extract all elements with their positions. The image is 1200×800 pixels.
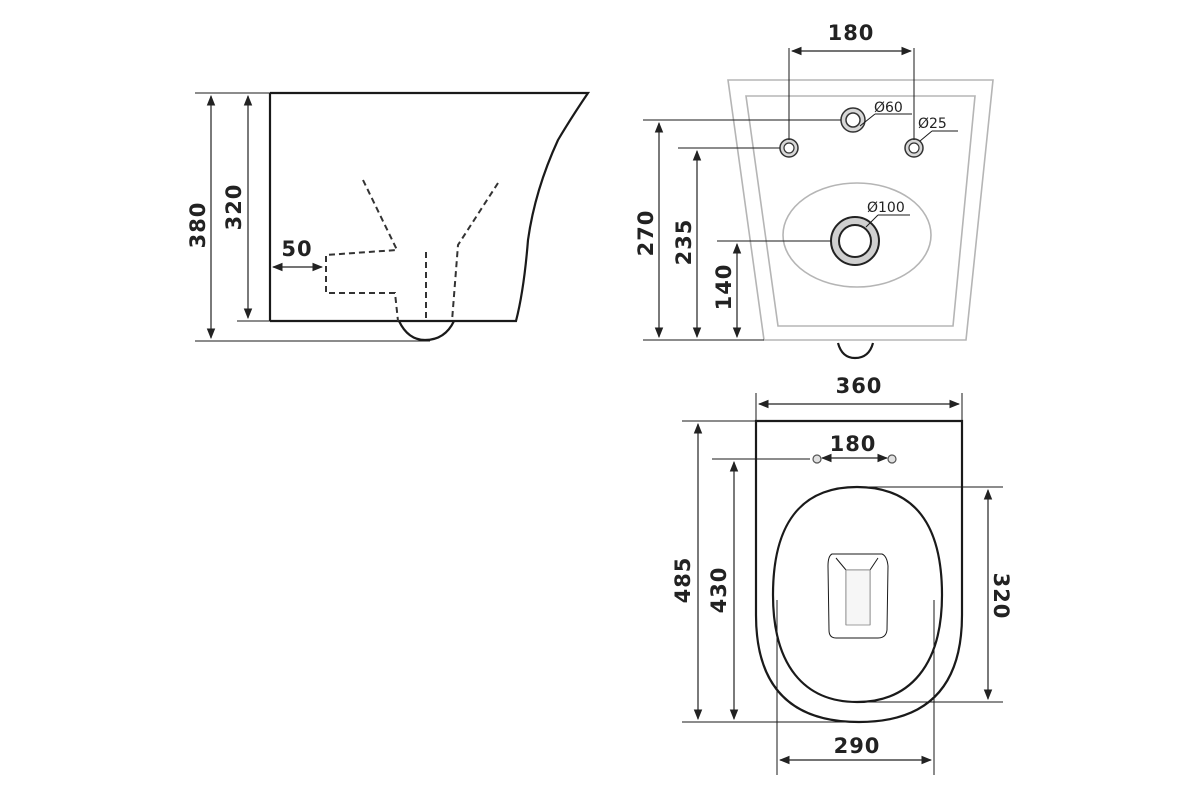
outlet-ring — [830, 216, 880, 266]
front-oval — [782, 182, 932, 288]
dim-label-front-180: 180 — [828, 21, 875, 45]
front-view: 180 Ø60 Ø25 Ø100 270 235 140 — [634, 21, 994, 360]
dim-label-430: 430 — [707, 567, 731, 614]
dim-label-dia100: Ø100 — [867, 200, 905, 216]
dim-label-50: 50 — [281, 237, 312, 261]
top-hole-left — [812, 454, 822, 464]
side-trap-dashed-right — [451, 182, 499, 322]
top-hole-right — [887, 454, 897, 464]
dim-label-top-320: 320 — [989, 573, 1013, 620]
dim-label-320: 320 — [222, 184, 246, 231]
top-inner-square — [827, 553, 889, 639]
dim-label-360: 360 — [836, 374, 883, 398]
dim-label-dia60: Ø60 — [874, 100, 903, 116]
dim-label-485: 485 — [671, 557, 695, 604]
side-outlet-arc — [398, 320, 455, 342]
dim-label-235: 235 — [672, 219, 696, 266]
front-outlet-arc — [836, 342, 875, 360]
side-body-outline — [270, 91, 591, 323]
dim-label-top-180: 180 — [830, 432, 877, 456]
hole-large — [840, 107, 866, 133]
side-view: 380 320 50 — [186, 91, 591, 342]
dim-label-290: 290 — [834, 734, 881, 758]
side-trap-dashed — [325, 179, 399, 322]
dim-label-dia25: Ø25 — [918, 116, 947, 132]
top-body-outline — [754, 419, 964, 724]
dim-label-270: 270 — [634, 210, 658, 257]
dim-label-140: 140 — [712, 264, 736, 311]
front-inner-outline — [745, 95, 976, 327]
hole-small-right — [904, 138, 924, 158]
hole-small-left — [779, 138, 799, 158]
front-outline — [727, 79, 994, 341]
top-view: 360 180 485 430 320 290 — [671, 374, 1013, 775]
dim-label-380: 380 — [186, 202, 210, 249]
